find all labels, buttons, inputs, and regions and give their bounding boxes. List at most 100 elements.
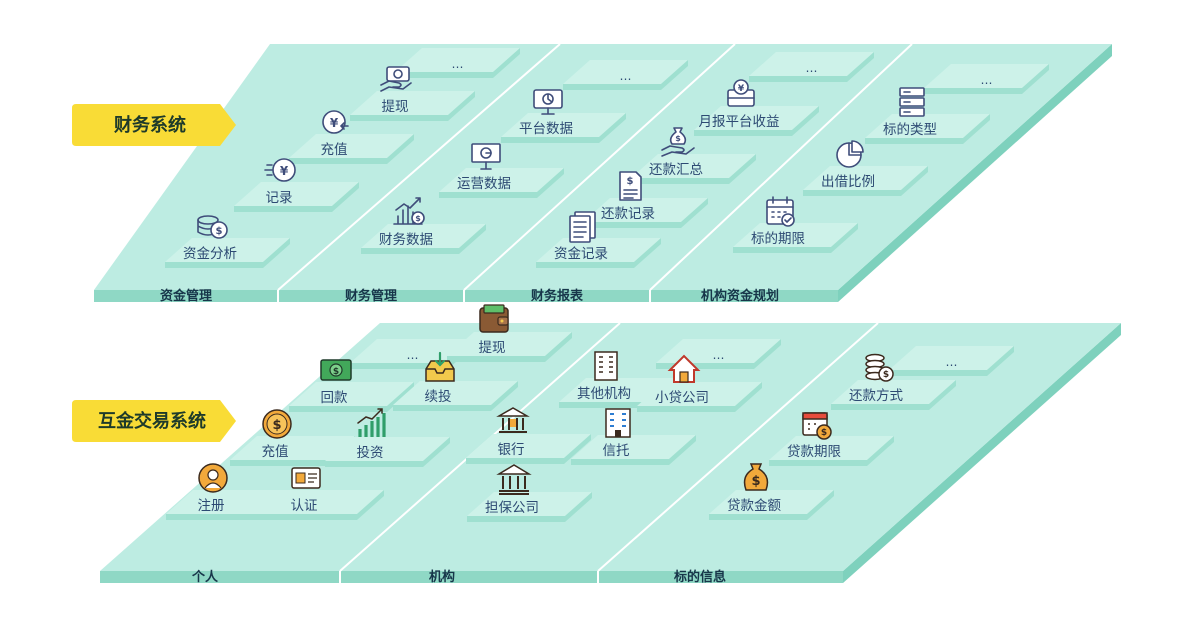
user-avatar-icon: [198, 463, 228, 493]
section-label: 标的信息: [673, 569, 726, 585]
tile-side: [537, 168, 564, 198]
institution-icon: [496, 464, 532, 495]
tile-front: [889, 370, 987, 376]
tile-front: [637, 406, 735, 412]
tile-front: [559, 402, 657, 408]
section-divider: [277, 43, 561, 291]
tile-front: [393, 405, 491, 411]
tile-front: [165, 262, 263, 268]
banknote-icon: $: [320, 359, 352, 381]
server-rack-icon: [899, 87, 925, 117]
tile-front: [709, 514, 807, 520]
tile-side: [807, 490, 834, 520]
tile-front: [395, 72, 493, 78]
tile-front: [571, 459, 669, 465]
office-building-icon: [594, 351, 618, 381]
tile-side: [754, 339, 781, 369]
module-tile: 记录¥: [234, 158, 359, 212]
svg-text:$: $: [415, 214, 421, 223]
svg-text:¥: ¥: [280, 164, 289, 178]
tile-top: [831, 380, 956, 404]
tile-top: [769, 436, 894, 460]
yen-coin-icon: ¥: [322, 110, 349, 134]
tile-front: [350, 363, 448, 369]
tile-top: [709, 490, 834, 514]
tile-top: [749, 52, 874, 76]
svg-text:$: $: [751, 474, 760, 489]
module-tile: 充值¥: [289, 110, 414, 164]
tile-front: [563, 84, 661, 90]
tile-front: [749, 76, 847, 82]
module-label: 出借比例: [821, 174, 875, 190]
module-tile: 投资: [325, 408, 450, 467]
platform-side-right: [838, 44, 1112, 302]
tile-side: [669, 435, 696, 465]
module-label: 标的期限: [751, 231, 805, 247]
module-tile: 贷款金额 $: [709, 463, 834, 520]
section-label: 财务报表: [531, 288, 584, 304]
module-label: 贷款金额: [727, 498, 781, 514]
module-tile: 资金记录: [536, 211, 661, 268]
tile-top: [571, 435, 696, 459]
section-divider: [597, 322, 879, 572]
tile-front: [865, 138, 963, 144]
module-label: 运营数据: [457, 176, 511, 192]
tile-top: [631, 154, 756, 178]
tile-top: [234, 182, 359, 206]
inbox-download-icon: [425, 351, 455, 382]
tile-side: [634, 238, 661, 268]
module-tile: 续投: [393, 351, 518, 411]
tile-front: [289, 158, 387, 164]
calendar-dollar-icon: $: [802, 412, 832, 440]
pie-chart-icon: [836, 140, 864, 168]
yen-coin-fast-icon: ¥: [264, 158, 296, 182]
section-divider: [463, 43, 736, 291]
tile-front: [447, 356, 545, 362]
module-tile: 资金分析 $: [165, 215, 290, 268]
module-tile: 提现: [350, 66, 475, 121]
tile-front: [831, 404, 929, 410]
tile-front: [289, 406, 387, 412]
svg-text:$: $: [272, 418, 281, 433]
module-label: 资金分析: [183, 246, 237, 262]
module-label: 财务数据: [379, 232, 433, 248]
module-label: 小贷公司: [655, 390, 709, 406]
module-tile: 信托: [571, 408, 696, 465]
bank-dollar-icon: [496, 407, 530, 433]
tile-front: [924, 88, 1022, 94]
svg-text:$: $: [216, 226, 223, 237]
tile-front: [361, 248, 459, 254]
tile-top: [803, 166, 928, 190]
module-tile: 回款 $: [289, 359, 414, 412]
tile-front: [733, 247, 831, 253]
tile-front: [803, 190, 901, 196]
tile-top: [259, 490, 384, 514]
tile-front: [467, 516, 565, 522]
tile-side: [929, 380, 956, 410]
tile-front: [536, 262, 634, 268]
yen-box-icon: ¥: [727, 79, 755, 107]
tile-front: [439, 192, 537, 198]
tile-top: [350, 339, 475, 363]
tile-top: [467, 492, 592, 516]
module-label: 平台数据: [519, 121, 573, 137]
module-label: 续投: [425, 389, 452, 405]
module-tile: 还款汇总$: [631, 127, 756, 184]
tile-side: [357, 490, 384, 520]
tile-front: [466, 458, 564, 464]
module-label: 其他机构: [577, 386, 631, 402]
section-label: 财务管理: [345, 288, 397, 304]
module-label: 回款: [321, 390, 348, 406]
tile-side: [987, 346, 1014, 376]
tile-front: [769, 460, 867, 466]
tile-top: [289, 382, 414, 406]
module-label: 银行: [498, 442, 525, 458]
tile-side: [681, 198, 708, 228]
tile-side: [792, 106, 819, 136]
module-tile: 运营数据: [439, 143, 564, 198]
tile-side: [867, 436, 894, 466]
section-label: 机构: [429, 569, 455, 585]
module-label: 充值: [262, 444, 289, 460]
dollar-coin-icon: $: [262, 409, 292, 439]
